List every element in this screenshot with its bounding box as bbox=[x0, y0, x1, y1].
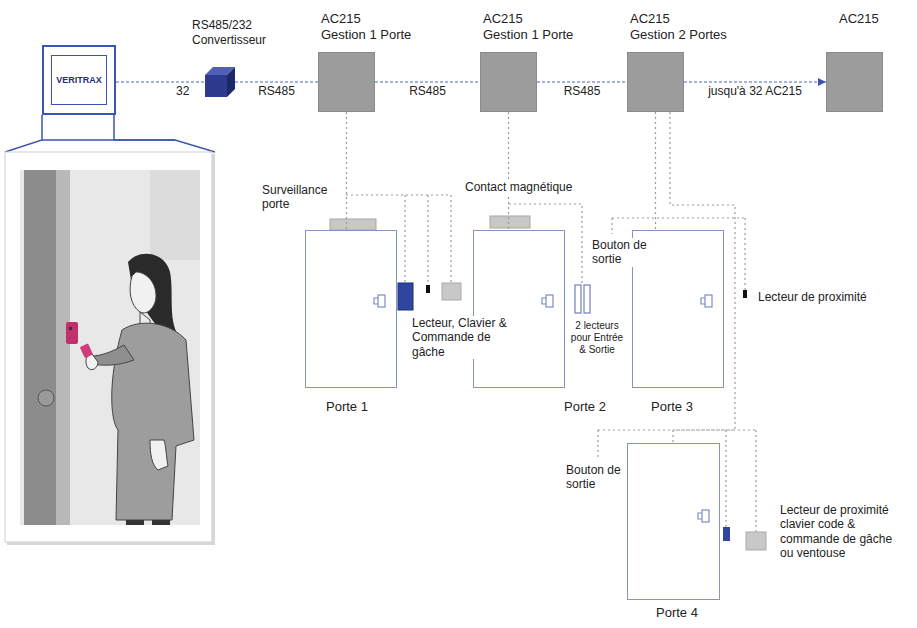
callout-label: Lecteur, Clavier & Commande de gâche bbox=[412, 316, 507, 359]
label-group: Porte 4 bbox=[656, 605, 698, 621]
label-group: RS485/232 Convertisseur bbox=[192, 18, 292, 47]
door-cable bbox=[508, 112, 509, 230]
rs485-bus bbox=[684, 81, 826, 83]
rs485-bus bbox=[116, 81, 205, 83]
rs485-bus bbox=[235, 81, 318, 83]
controller-label: AC215 bbox=[483, 11, 573, 27]
bus-label: RS485 bbox=[407, 85, 448, 98]
bus-label: 32 bbox=[174, 85, 191, 98]
rs485-bus bbox=[537, 81, 627, 83]
callout-label: Contact magnétique bbox=[465, 180, 572, 194]
hand bbox=[150, 440, 168, 470]
controller-label: Gestion 1 Porte bbox=[483, 27, 573, 43]
door-box: Porte 2 bbox=[473, 230, 565, 388]
label-group: AC215Gestion 1 Porte bbox=[483, 11, 573, 42]
door-cable bbox=[670, 112, 735, 443]
bus-label: RS485 bbox=[256, 85, 297, 98]
inner-frame: VERITRAX bbox=[51, 55, 107, 105]
controller-label: AC215 bbox=[630, 11, 727, 27]
hair bbox=[128, 254, 178, 335]
magnetic-contact bbox=[490, 216, 530, 228]
rs485-bus bbox=[375, 81, 480, 83]
bus-label: jusqu'à 32 AC215 bbox=[706, 85, 804, 98]
controller-box: AC215 bbox=[826, 52, 883, 112]
proximity-keypad bbox=[723, 527, 730, 541]
wall-panel bbox=[150, 170, 200, 260]
zoom-bracket bbox=[42, 139, 175, 141]
door-cable bbox=[346, 112, 347, 230]
label-group: AC215 bbox=[839, 11, 879, 27]
leg bbox=[126, 520, 144, 525]
callout-label: Bouton de sortie bbox=[566, 463, 626, 492]
inset-wall bbox=[20, 170, 200, 525]
software-box: VERITRAX bbox=[42, 45, 116, 115]
leg bbox=[152, 520, 170, 525]
controller-label: AC215 bbox=[839, 11, 879, 27]
controller-label: AC215 bbox=[321, 11, 411, 27]
node-label: VERITRAX bbox=[56, 75, 102, 86]
strike-box bbox=[746, 532, 766, 550]
cube-shape bbox=[205, 67, 235, 97]
door-box: Porte 3 bbox=[632, 230, 724, 388]
label-group: Porte 1 bbox=[326, 399, 368, 415]
controller-label: Gestion 2 Portes bbox=[630, 27, 727, 43]
label-group: Porte 2 bbox=[564, 399, 606, 415]
controller-box: AC215Gestion 1 Porte bbox=[318, 52, 375, 112]
strike-box bbox=[442, 283, 461, 300]
strike-control bbox=[426, 285, 430, 293]
door-label: Porte 1 bbox=[326, 399, 368, 415]
controller-box: AC215Gestion 2 Portes bbox=[627, 52, 684, 112]
door-frame bbox=[56, 170, 70, 525]
badge-card bbox=[80, 343, 93, 358]
zoom-bracket bbox=[114, 115, 215, 152]
callout-label: Lecteur de proximité clavier code & comm… bbox=[780, 503, 908, 561]
zoom-bracket bbox=[5, 115, 42, 152]
door-monitor-contact bbox=[330, 219, 376, 230]
device-wiring bbox=[346, 195, 756, 532]
label-group: AC215Gestion 1 Porte bbox=[321, 11, 411, 42]
door-box: Porte 4 bbox=[627, 443, 720, 600]
card-reader bbox=[66, 322, 78, 344]
callout-label: Surveillance porte bbox=[262, 183, 342, 212]
controller-box: AC215Gestion 1 Porte bbox=[480, 52, 537, 112]
door-cable bbox=[655, 112, 656, 230]
inset-frame bbox=[5, 152, 212, 542]
bus-label: RS485 bbox=[562, 85, 603, 98]
reader-keypad bbox=[398, 283, 413, 310]
label-group: Porte 3 bbox=[651, 399, 693, 415]
proximity-reader bbox=[743, 290, 747, 298]
node-label: RS485/232 Convertisseur bbox=[192, 18, 292, 47]
converter-cube: RS485/232 Convertisseur bbox=[205, 67, 235, 97]
door-knob bbox=[38, 390, 54, 406]
door-label: Porte 4 bbox=[656, 605, 698, 621]
door-handles bbox=[374, 295, 712, 522]
door-panel bbox=[24, 170, 56, 525]
exit-reader bbox=[584, 285, 590, 313]
door-box: Porte 1 bbox=[305, 230, 397, 388]
controller-label: Gestion 1 Porte bbox=[321, 27, 411, 43]
label-group: AC215Gestion 2 Portes bbox=[630, 11, 727, 42]
reader-led bbox=[69, 327, 72, 330]
inset-shadow bbox=[7, 154, 215, 545]
callout-label: Bouton de sortie bbox=[592, 238, 656, 267]
callout-label: Lecteur de proximité bbox=[758, 290, 867, 304]
door-label: Porte 2 bbox=[564, 399, 606, 415]
door-label: Porte 3 bbox=[651, 399, 693, 415]
entry-reader bbox=[575, 285, 581, 313]
callout-label: 2 lecteurs pour Entrée & Sortie bbox=[568, 320, 626, 356]
face bbox=[130, 272, 156, 313]
